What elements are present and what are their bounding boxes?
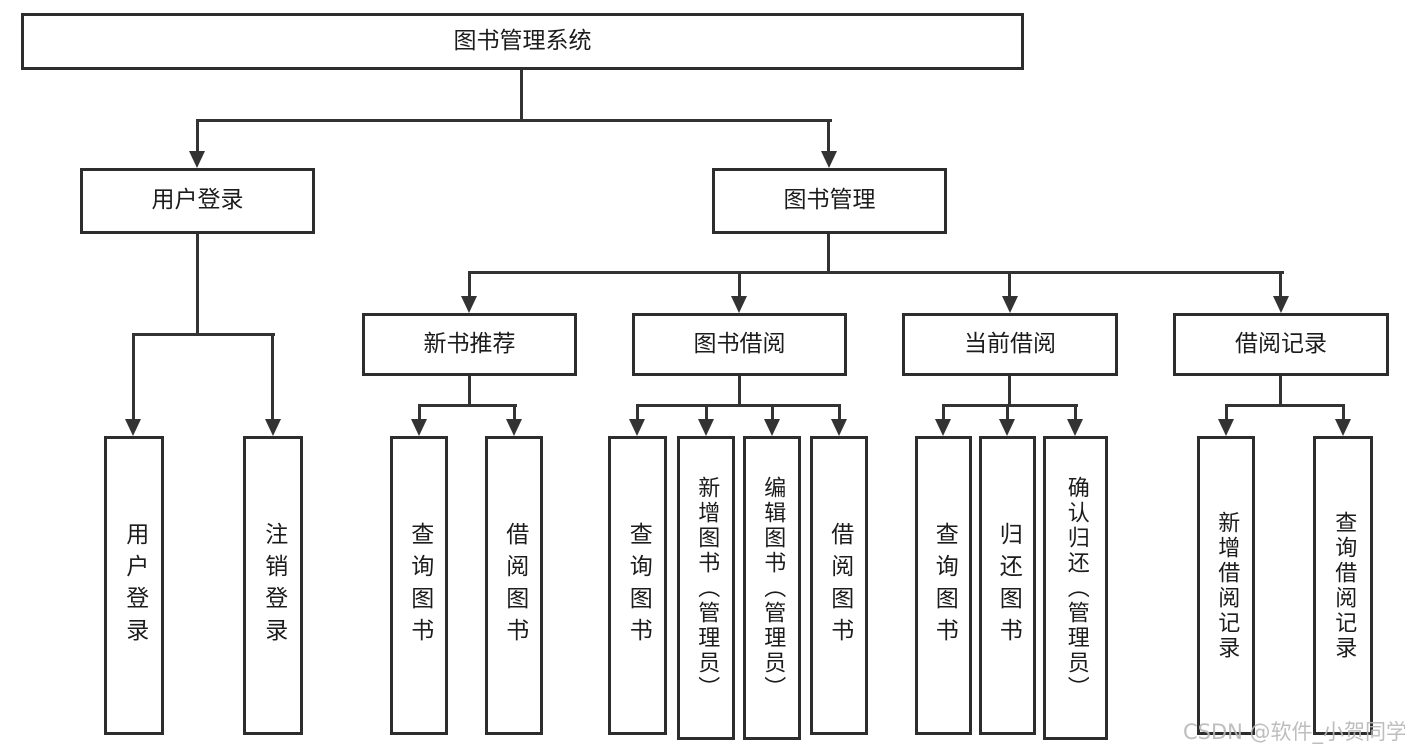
arrow-down-icon [731, 296, 747, 313]
leaf-logout: 注销登录 [243, 436, 303, 735]
connector-arrow-shaft [513, 404, 516, 419]
connector-user-login-rail [132, 333, 275, 336]
node-book-borrowing: 图书借阅 [632, 313, 847, 376]
arrow-down-icon [764, 419, 780, 436]
arrow-down-icon [821, 151, 837, 168]
connector-arrow-shaft-logout-leaf [271, 333, 274, 419]
connector-arrow-shaft [1006, 404, 1009, 419]
leaf-add-borrow-record: 新增借阅记录 [1197, 436, 1255, 735]
connector-level2-rail [196, 119, 832, 122]
connector-arrow-shaft-book-borrow [738, 271, 741, 296]
connector-arrow-shaft-user-login [196, 119, 199, 151]
leaf-borrow-book: 借阅图书 [810, 436, 868, 735]
arrow-down-icon [1002, 296, 1018, 313]
connector-level3-rail [468, 271, 1284, 274]
arrow-down-icon [265, 419, 281, 436]
connector-root-stem [520, 69, 523, 121]
connector-arrow-shaft-borrow-record [1279, 271, 1282, 296]
connector-arrow-shaft [418, 404, 421, 419]
arrow-down-icon [189, 151, 205, 168]
node-new-book-recommend: 新书推荐 [362, 313, 577, 376]
arrow-down-icon [629, 419, 645, 436]
connector-arrow-shaft [838, 404, 841, 419]
leaf-borrow-book-recommend: 借阅图书 [485, 436, 543, 735]
connector-borrow-record-rail [1225, 404, 1345, 407]
connector-arrow-shaft [1225, 404, 1228, 419]
arrow-down-icon [1067, 419, 1083, 436]
connector-book-borrow-stem [738, 376, 741, 407]
leaf-edit-book-admin: 编辑图书（管理员） [743, 436, 801, 740]
arrow-down-icon [999, 419, 1015, 436]
leaf-return-book: 归还图书 [979, 436, 1036, 735]
connector-borrow-record-stem [1279, 376, 1282, 407]
connector-arrow-shaft [771, 404, 774, 419]
arrow-down-icon [411, 419, 427, 436]
connector-arrow-shaft-login-leaf [132, 333, 135, 419]
connector-current-borrow-stem [1008, 376, 1011, 407]
connector-arrow-shaft-new-book [468, 271, 471, 296]
node-book-management: 图书管理 [712, 168, 947, 234]
connector-arrow-shaft [705, 404, 708, 419]
arrow-down-icon [1273, 296, 1289, 313]
node-root-system: 图书管理系统 [21, 13, 1024, 70]
arrow-down-icon [461, 296, 477, 313]
arrow-down-icon [125, 419, 141, 436]
node-current-borrowing: 当前借阅 [902, 313, 1118, 376]
arrow-down-icon [1218, 419, 1234, 436]
connector-book-mgmt-stem [827, 233, 830, 274]
leaf-query-borrow-record: 查询借阅记录 [1313, 436, 1373, 735]
leaf-confirm-return-admin: 确认归还（管理员） [1043, 436, 1108, 740]
connector-book-borrow-rail [636, 404, 841, 407]
leaf-query-book-recommend: 查询图书 [390, 436, 448, 735]
arrow-down-icon [506, 419, 522, 436]
connector-arrow-shaft [1074, 404, 1077, 419]
node-borrow-records: 借阅记录 [1173, 313, 1389, 376]
leaf-query-book-current: 查询图书 [915, 436, 972, 735]
connector-current-borrow-rail [942, 404, 1078, 407]
connector-arrow-shaft-book-mgmt [827, 119, 830, 151]
connector-arrow-shaft [636, 404, 639, 419]
connector-new-book-rail [418, 404, 517, 407]
node-user-login: 用户登录 [80, 168, 315, 234]
connector-arrow-shaft [942, 404, 945, 419]
arrow-down-icon [831, 419, 847, 436]
arrow-down-icon [698, 419, 714, 436]
leaf-query-book-borrowing: 查询图书 [608, 436, 667, 735]
leaf-add-book-admin: 新增图书（管理员） [677, 436, 735, 740]
arrow-down-icon [935, 419, 951, 436]
connector-arrow-shaft [1342, 404, 1345, 419]
connector-user-login-stem [196, 234, 199, 336]
connector-arrow-shaft-current-borrow [1008, 271, 1011, 296]
connector-new-book-stem [468, 376, 471, 407]
csdn-watermark: CSDN @软件_小贺同学 [1183, 720, 1405, 744]
leaf-user-login: 用户登录 [104, 436, 164, 735]
arrow-down-icon [1335, 419, 1351, 436]
